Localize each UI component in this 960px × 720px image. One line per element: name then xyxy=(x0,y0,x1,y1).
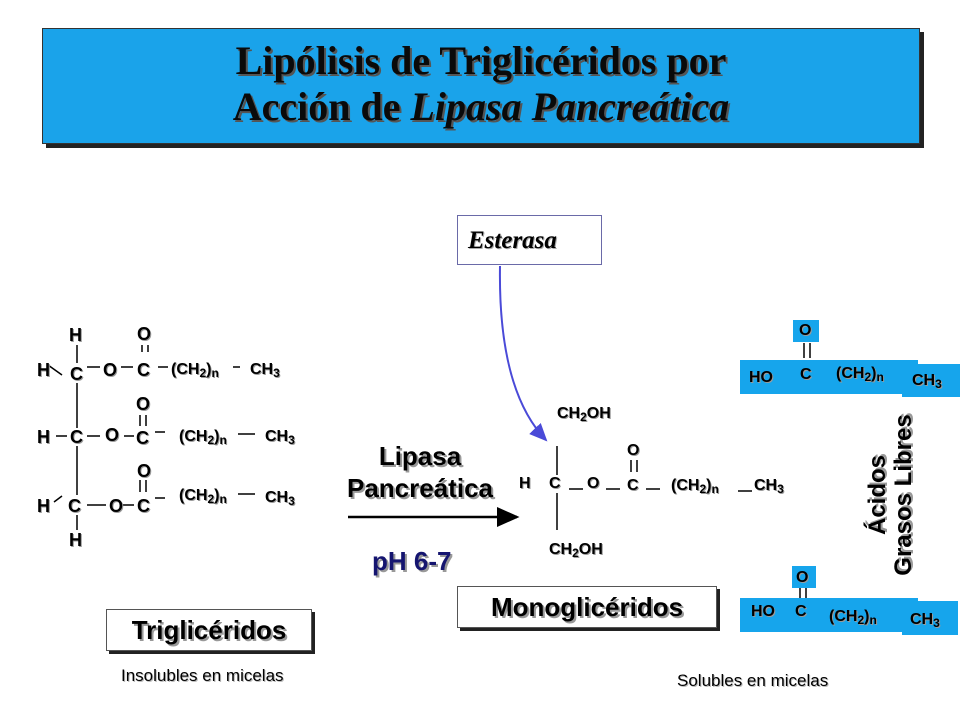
mono-atom-h: H xyxy=(519,475,531,492)
esterasa-label: Esterasa xyxy=(457,215,602,265)
chain-ch2n-2: (CH2)n xyxy=(179,428,227,447)
atom-h-row3: H xyxy=(37,496,50,516)
chain-ch3-1: CH3 xyxy=(250,361,280,380)
acid1-chain-ch3: CH3 xyxy=(912,372,942,391)
atom-c-row3: C xyxy=(68,496,81,516)
title-banner: Lipólisis de Triglicéridos por Acción de… xyxy=(42,28,920,144)
chain-ch2n-3: (CH2)n xyxy=(179,487,227,506)
acid2-atom-ho: HO xyxy=(751,603,775,620)
atom-c-row2: C xyxy=(70,427,83,447)
title-line-2-italic: Lipasa Pancreática xyxy=(410,84,730,129)
atom-o-carbonyl3: O xyxy=(137,461,152,481)
mono-atom-o-carbonyl: O xyxy=(627,442,640,459)
atom-h-bottom: H xyxy=(69,530,82,550)
acid1-ch3-highlight xyxy=(902,364,960,397)
lipasa-line-1: Lipasa xyxy=(378,441,462,471)
acid1-o-highlight xyxy=(793,320,819,342)
atom-o-row2: O xyxy=(105,425,120,445)
acid1-atom-c: C xyxy=(800,366,812,383)
mono-chain-ch3: CH3 xyxy=(754,477,784,496)
title-line-2: Acción de Lipasa Pancreática xyxy=(43,85,919,129)
atom-c-carbonyl1: C xyxy=(137,360,150,380)
chain-ch3-3: CH3 xyxy=(265,489,295,508)
lipasa-pancreatica-label: Lipasa Pancreática xyxy=(325,440,515,504)
acid1-atom-ho: HO xyxy=(749,369,773,386)
atom-h-top: H xyxy=(69,325,82,345)
atom-c-row1: C xyxy=(70,364,83,384)
solubles-note: Solubles en micelas xyxy=(677,671,829,690)
atom-o-row1: O xyxy=(103,360,118,380)
mono-ch2oh-bottom: CH2OH xyxy=(549,541,603,560)
acid2-highlight xyxy=(740,598,918,632)
trigliceridos-label: Triglicéridos xyxy=(106,609,312,651)
chain-ch3-2: CH3 xyxy=(265,428,295,447)
acid2-atom-c: C xyxy=(795,603,807,620)
monogliceridos-label: Monoglicéridos xyxy=(457,586,717,628)
acidos-line-2: Grasos Libres xyxy=(890,414,917,576)
atom-o-carbonyl1: O xyxy=(137,324,152,344)
atom-h-row2: H xyxy=(37,427,50,447)
acid2-o-highlight xyxy=(792,566,816,588)
acidos-line-1: Ácidos xyxy=(864,455,891,536)
title-line-1: Lipólisis de Triglicéridos por xyxy=(235,38,727,83)
acid2-ch3-highlight xyxy=(902,601,958,635)
insolubles-note: Insolubles en micelas xyxy=(121,666,284,685)
mono-chain-ch2n: (CH2)n xyxy=(671,477,719,496)
title-line-2-prefix: Acción de xyxy=(232,84,411,129)
mono-ch2oh-top: CH2OH xyxy=(557,405,611,424)
chain-ch2n-1: (CH2)n xyxy=(171,361,219,380)
acid2-chain-ch3: CH3 xyxy=(910,611,940,630)
mono-atom-c: C xyxy=(549,475,561,492)
acid1-atom-o: O xyxy=(799,322,812,339)
atom-c-carbonyl3: C xyxy=(137,496,150,516)
ph-label: pH 6-7 xyxy=(372,546,452,576)
atom-o-row3: O xyxy=(109,496,124,516)
acid2-chain-ch2n: (CH2)n xyxy=(829,608,877,627)
acid2-atom-o: O xyxy=(796,569,809,586)
atom-c-carbonyl2: C xyxy=(136,428,149,448)
mono-atom-c-carbonyl: C xyxy=(627,477,639,494)
mono-atom-o: O xyxy=(587,475,600,492)
lipasa-line-2: Pancreática xyxy=(347,473,493,503)
acid1-chain-ch2n: (CH2)n xyxy=(836,365,884,384)
acid1-highlight xyxy=(740,360,918,394)
atom-h-row1: H xyxy=(37,360,50,380)
atom-o-carbonyl2: O xyxy=(136,394,151,414)
